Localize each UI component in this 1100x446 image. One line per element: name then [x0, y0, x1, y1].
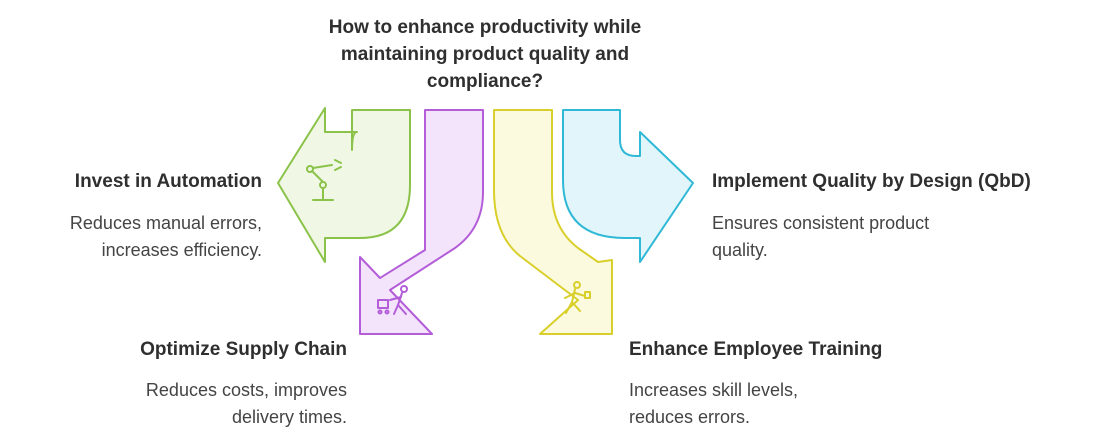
robot-arm-icon [306, 159, 342, 201]
description-line: quality. [712, 240, 768, 260]
qbd-description: Ensures consistent product quality. [712, 210, 929, 264]
supply-chain-description: Reduces costs, improves delivery times. [146, 377, 347, 431]
training-heading: Enhance Employee Training [629, 339, 883, 360]
training-arrow [493, 109, 613, 335]
supply-chain-arrow [359, 109, 484, 335]
description-line: delivery times. [231, 407, 347, 427]
title-line: How to enhance productivity while [328, 17, 642, 38]
person-pushing-cart-icon [377, 285, 408, 315]
automation-description: Reduces manual errors, increases efficie… [70, 210, 262, 264]
description-line: Increases skill levels, [629, 380, 799, 400]
description-line: Reduces manual errors, [69, 213, 262, 233]
person-exercising-icon [564, 281, 591, 314]
supply-chain-heading: Optimize Supply Chain [140, 339, 347, 360]
diagram-title: How to enhance productivity while mainta… [290, 14, 680, 95]
automation-arrow [277, 107, 411, 263]
description-line: Reduces costs, improves [145, 380, 347, 400]
qbd-heading: Implement Quality by Design (QbD) [712, 171, 1031, 192]
automation-heading: Invest in Automation [74, 171, 262, 192]
description-line: increases efficiency. [101, 240, 262, 260]
qbd-arrow [562, 109, 694, 263]
description-line: Ensures consistent product [712, 213, 930, 233]
title-line: maintaining product quality and [340, 44, 630, 65]
description-line: reduces errors. [629, 407, 751, 427]
title-line: compliance? [426, 71, 544, 92]
training-description: Increases skill levels, reduces errors. [629, 377, 798, 431]
